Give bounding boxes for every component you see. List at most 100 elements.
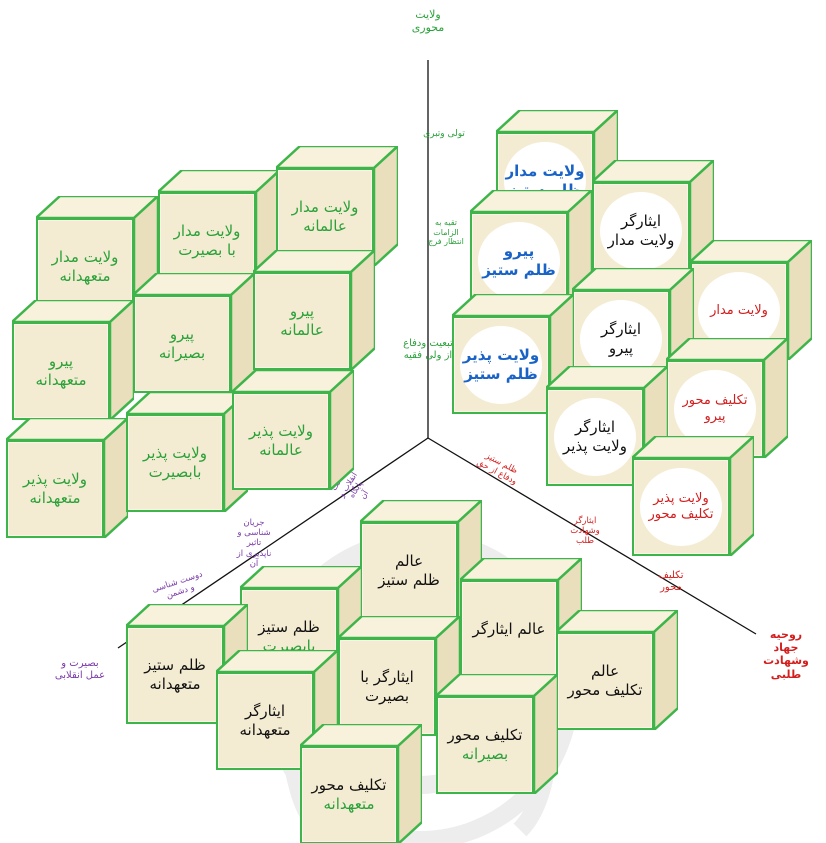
cube-front-face <box>338 638 436 736</box>
cube-front-face <box>126 626 224 724</box>
cube-label-line: ولایت مدار <box>710 302 768 318</box>
cube-label-line: پیرو <box>608 339 634 357</box>
cube-label-line: عالم <box>590 662 620 681</box>
cube-label-line: ایثارگر <box>600 320 642 339</box>
cube-label-line: پیرو <box>48 352 74 371</box>
cube-label-line: عالم ایثارگر <box>472 619 546 638</box>
cube-label-line: بصیرانه <box>461 745 509 763</box>
cube-label-line: ظلم ستیز <box>482 261 556 279</box>
cube-label-line: متعهدانه <box>59 267 111 285</box>
cube-label-oval <box>460 326 542 404</box>
cube-label-line: متعهدانه <box>149 675 201 693</box>
cube-label-line: بصیرت <box>364 687 410 705</box>
cube-label-line: ولایت مدار <box>173 222 241 241</box>
cube-label: عالم ایثارگر <box>464 584 554 674</box>
cube-label-line: تکلیف محور <box>682 392 748 408</box>
cube-label-oval <box>600 192 682 270</box>
cube-label-oval <box>698 272 780 350</box>
cube-front-face <box>436 696 534 794</box>
cube-label-line: عالمانه <box>280 321 324 339</box>
cube-label-line: تکلیف محور <box>311 776 387 795</box>
cube-label-line: تکلیف محور <box>567 681 643 699</box>
cube-label-line: ولایت پذیر <box>23 470 87 489</box>
cube-label-line: پیرو <box>704 409 726 424</box>
cube-label-line: تکلیف محور <box>447 726 523 745</box>
cube-faces <box>276 146 398 266</box>
cube-label-line: ولایت مدار <box>291 198 359 217</box>
cube-label-line: ظلم ستیز <box>378 571 440 589</box>
cube-front-face <box>126 414 224 512</box>
cube-label-oval <box>640 468 722 546</box>
cube-label-line: عالم <box>394 552 424 571</box>
cube-label-line: ولایت مدار <box>51 248 119 267</box>
cube-label-oval <box>674 370 756 448</box>
cube-front-face <box>6 440 104 538</box>
cube-faces <box>12 300 134 420</box>
cube-faces <box>133 273 255 393</box>
cube-front-face <box>253 272 351 370</box>
cube-label-line: متعهدانه <box>239 721 291 739</box>
cube-label-line: ایثارگر <box>244 702 286 721</box>
cube-faces <box>232 370 354 490</box>
cube-front-face <box>300 746 398 843</box>
cube-label-line: ولایت پذیر <box>653 490 709 506</box>
cube-label-line: پیرو <box>169 325 195 344</box>
cube-label-oval <box>554 398 636 476</box>
cube-label-line: متعهدانه <box>35 371 87 389</box>
cube-label-line: متعهدانه <box>29 489 81 507</box>
cube-label-line: بصیرانه <box>158 344 206 362</box>
cube-label-line: ایثارگر <box>620 212 662 231</box>
cube-label-line: تکلیف محور <box>648 507 714 522</box>
cube-front-face <box>216 672 314 770</box>
cube-label-line: ایثارگر <box>574 418 616 437</box>
cube-label-line: ولایت مدار <box>505 162 585 181</box>
cube-label-line: ولایت پذیر <box>249 422 313 441</box>
axis-right <box>427 437 757 635</box>
cube-label-oval <box>478 222 560 300</box>
cube-label-line: بابصیرت <box>148 463 202 481</box>
cube-label-line: عالمانه <box>259 441 303 459</box>
cube-label: ولایت مدار <box>694 266 784 356</box>
cube-label-line: با بصیرت <box>178 241 236 259</box>
cube-label-line: ظلم ستیز <box>144 656 206 675</box>
axis-label-tavalli: تولی وتبری <box>423 129 465 139</box>
cube-label-line: ظلم ستیز <box>464 365 538 383</box>
cube-label-line: ولایت پذیر <box>143 444 207 463</box>
